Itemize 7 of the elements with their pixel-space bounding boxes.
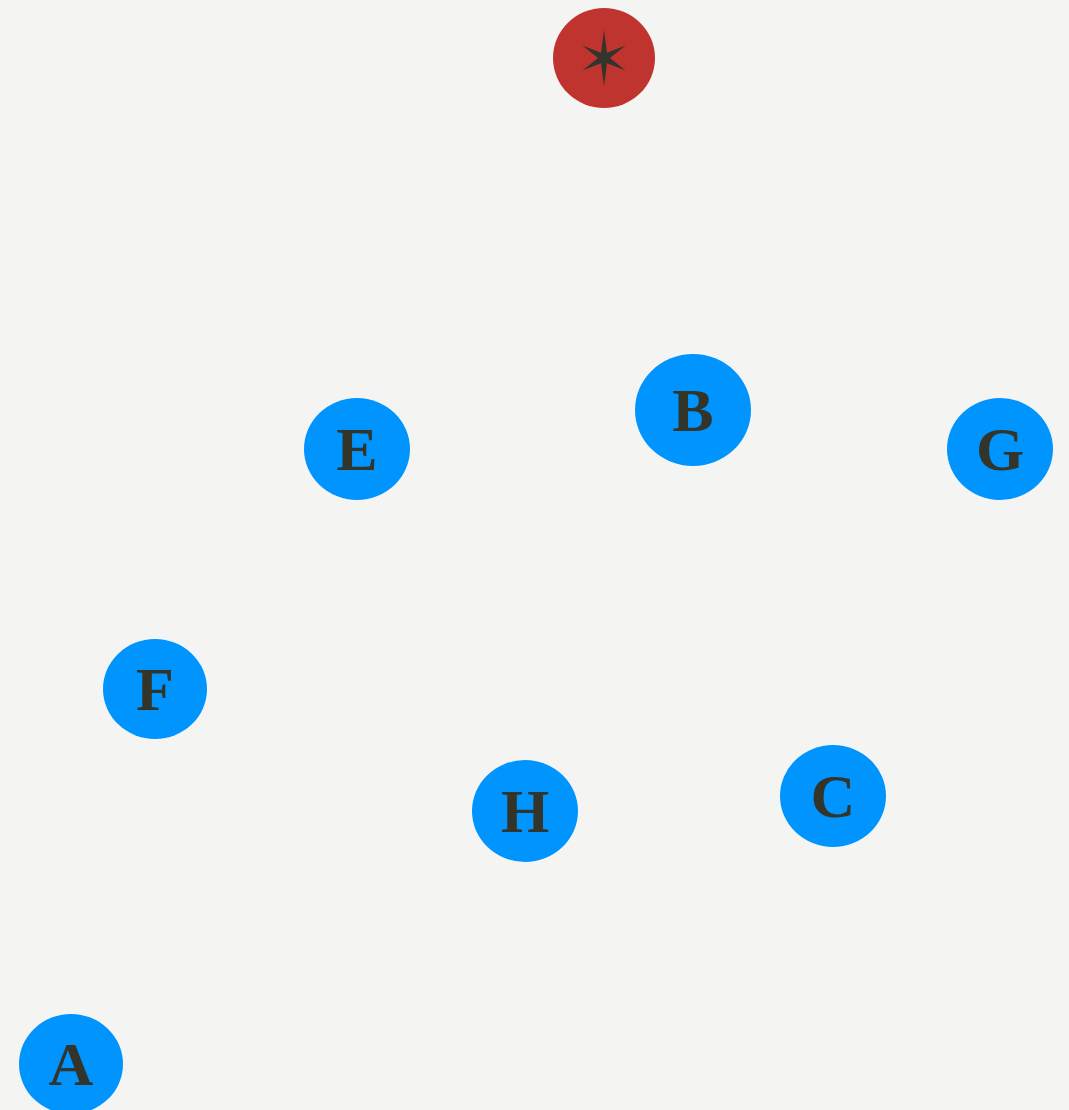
- node-label: F: [136, 658, 174, 720]
- node-label: E: [336, 418, 378, 480]
- node-label: A: [48, 1033, 94, 1095]
- node-label: G: [975, 418, 1025, 480]
- node-label: C: [810, 765, 856, 827]
- node-label: H: [500, 780, 550, 842]
- node-label: B: [672, 379, 714, 441]
